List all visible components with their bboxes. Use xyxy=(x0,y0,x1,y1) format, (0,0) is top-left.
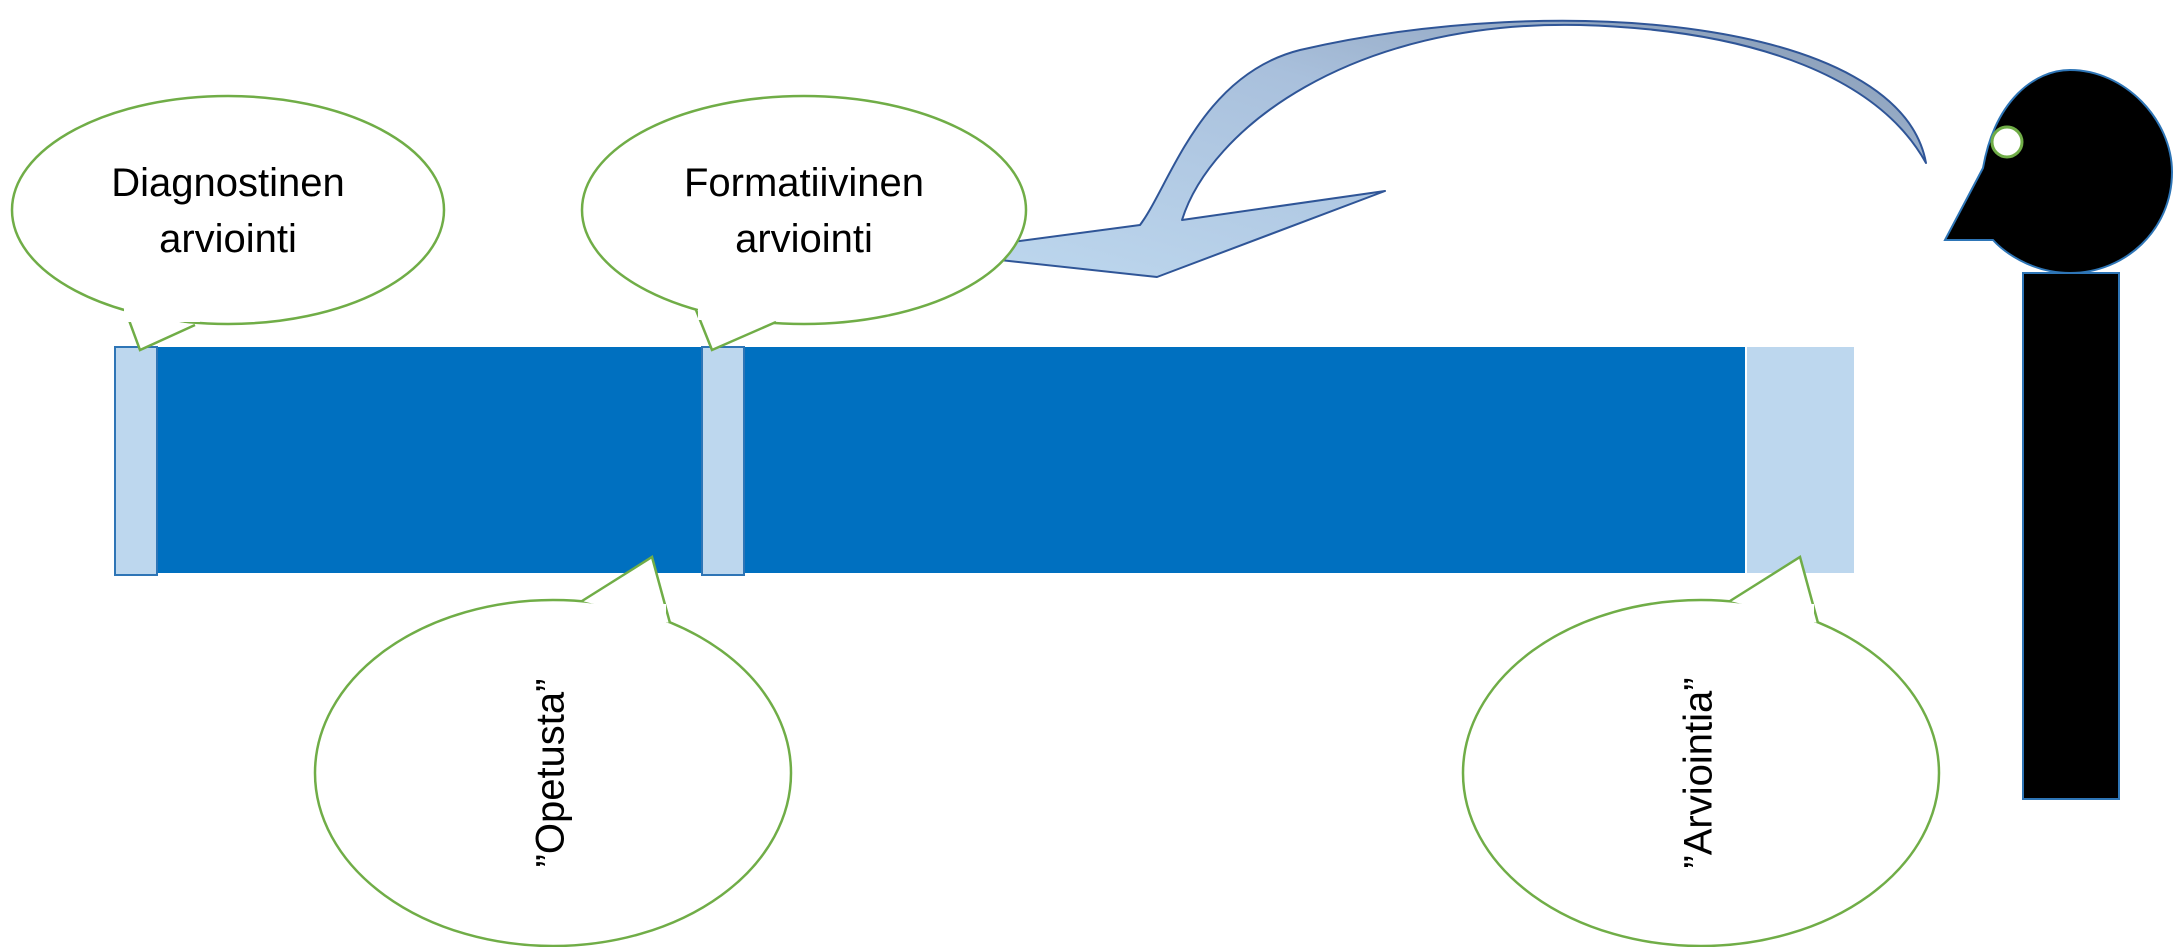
assessing-callout-text: ”Arviointia” xyxy=(1677,677,1721,868)
diagnostic-checkpoint xyxy=(114,346,158,576)
observer-figure-icon xyxy=(1943,68,2174,800)
observer-head xyxy=(1943,68,2174,275)
assessing-callout: ”Arviointia” xyxy=(1461,555,1941,947)
eye-icon xyxy=(1990,125,2024,159)
final-assessment-segment xyxy=(1747,347,1854,573)
teaching-callout: ”Opetusta” xyxy=(313,555,793,947)
formative-callout: Formatiivinen arviointi xyxy=(580,94,1028,352)
diagnostic-callout: Diagnostinen arviointi xyxy=(10,94,446,352)
observer-body xyxy=(2022,272,2120,800)
formative-callout-line2: arviointi xyxy=(735,217,873,261)
curved-arrow xyxy=(999,19,1927,278)
formative-checkpoint xyxy=(701,346,745,576)
timeline-bar xyxy=(115,347,1745,573)
teaching-callout-text: ”Opetusta” xyxy=(529,679,573,868)
formative-callout-line1: Formatiivinen xyxy=(684,161,924,205)
diagnostic-callout-line1: Diagnostinen xyxy=(111,161,345,205)
diagnostic-callout-line2: arviointi xyxy=(159,217,297,261)
